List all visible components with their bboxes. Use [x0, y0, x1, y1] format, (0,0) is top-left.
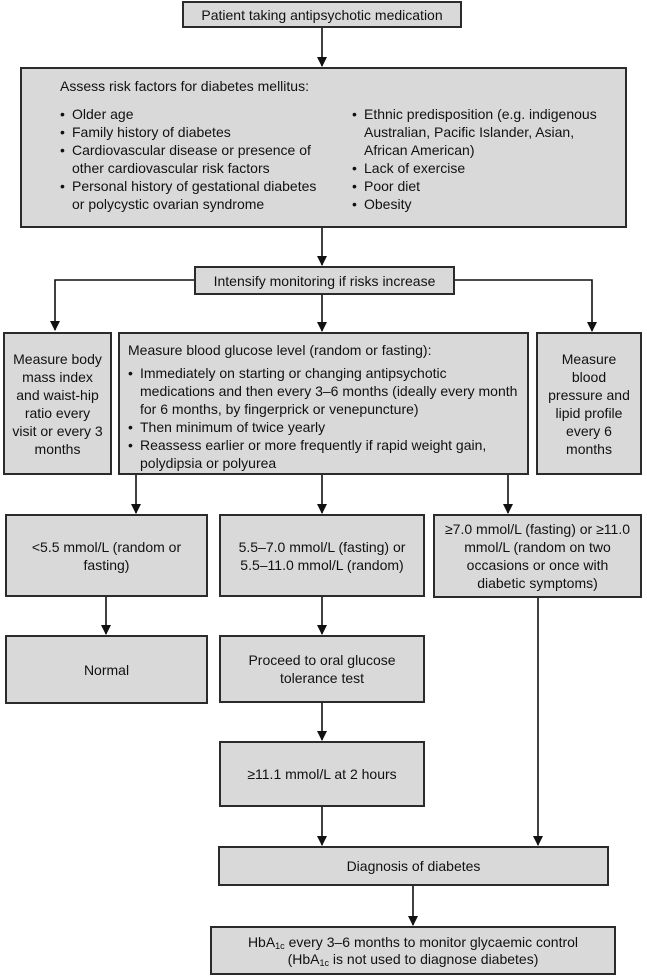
glucose-list: Immediately on starting or changing anti…	[128, 364, 518, 472]
risk-list-right: Ethnic predisposition (e.g. indigenous A…	[352, 105, 602, 213]
diagnosis-text: Diagnosis of diabetes	[346, 858, 481, 874]
bp-text: Measure blood pressure and lipid profile…	[548, 350, 630, 457]
risk-item: Lack of exercise	[352, 159, 602, 177]
risk-factors-box: Assess risk factors for diabetes mellitu…	[20, 67, 627, 228]
glucose-item: Then minimum of twice yearly	[128, 418, 518, 436]
hba1c-box: HbA1c every 3–6 months to monitor glycae…	[210, 926, 616, 975]
hba1c-line2: (HbA1c is not used to diagnose diabetes)	[287, 950, 539, 968]
arrow-monitor-to-bp	[455, 279, 597, 332]
risk-heading: Assess risk factors for diabetes mellitu…	[60, 78, 309, 94]
risk-item: Obesity	[352, 195, 602, 213]
diagnosis-box: Diagnosis of diabetes	[218, 846, 609, 886]
ogtt-box: Proceed to oral glucose tolerance test	[219, 635, 425, 703]
high-text: ≥7.0 mmol/L (fasting) or ≥11.0 mmol/L (r…	[445, 521, 630, 591]
risk-item: Ethnic predisposition (e.g. indigenous A…	[352, 105, 602, 159]
risk-list-left: Older age Family history of diabetes Car…	[60, 105, 330, 213]
low-text: <5.5 mmol/L (random or fasting)	[31, 538, 182, 573]
bmi-box: Measure body mass index and waist-hip ra…	[3, 332, 112, 475]
blood-glucose-box: Measure blood glucose level (random or f…	[118, 332, 529, 475]
start-box: Patient taking antipsychotic medication	[182, 1, 462, 28]
ogtt-text: Proceed to oral glucose tolerance test	[248, 652, 396, 686]
mid-result-box: 5.5–7.0 mmol/L (fasting) or 5.5–11.0 mmo…	[219, 514, 425, 597]
risk-item: Older age	[60, 105, 330, 123]
glucose-item: Reassess earlier or more frequently if r…	[128, 436, 518, 472]
arrow-monitor-to-bmi	[50, 279, 194, 331]
risk-item: Poor diet	[352, 177, 602, 195]
mid-text: 5.5–7.0 mmol/L (fasting) or 5.5–11.0 mmo…	[238, 538, 406, 573]
monitor-text: Intensify monitoring if risks increase	[213, 272, 436, 289]
two-hour-box: ≥11.1 mmol/L at 2 hours	[219, 741, 425, 807]
blood-pressure-box: Measure blood pressure and lipid profile…	[536, 332, 642, 475]
high-result-box: ≥7.0 mmol/L (fasting) or ≥11.0 mmol/L (r…	[433, 514, 642, 598]
risk-item: Family history of diabetes	[60, 123, 330, 141]
start-text: Patient taking antipsychotic medication	[201, 6, 443, 23]
hba1c-line1: HbA1c every 3–6 months to monitor glycae…	[247, 933, 579, 951]
bmi-text: Measure body mass index and waist-hip ra…	[12, 350, 103, 457]
glucose-item: Immediately on starting or changing anti…	[128, 364, 518, 418]
normal-text: Normal	[83, 661, 130, 678]
intensify-monitoring-box: Intensify monitoring if risks increase	[194, 266, 455, 295]
twohr-text: ≥11.1 mmol/L at 2 hours	[247, 766, 397, 782]
low-result-box: <5.5 mmol/L (random or fasting)	[5, 514, 208, 597]
risk-item: Cardiovascular disease or presence of ot…	[60, 141, 330, 177]
normal-box: Normal	[5, 635, 208, 704]
glucose-heading: Measure blood glucose level (random or f…	[128, 342, 432, 358]
risk-item: Personal history of gestational diabetes…	[60, 177, 330, 213]
